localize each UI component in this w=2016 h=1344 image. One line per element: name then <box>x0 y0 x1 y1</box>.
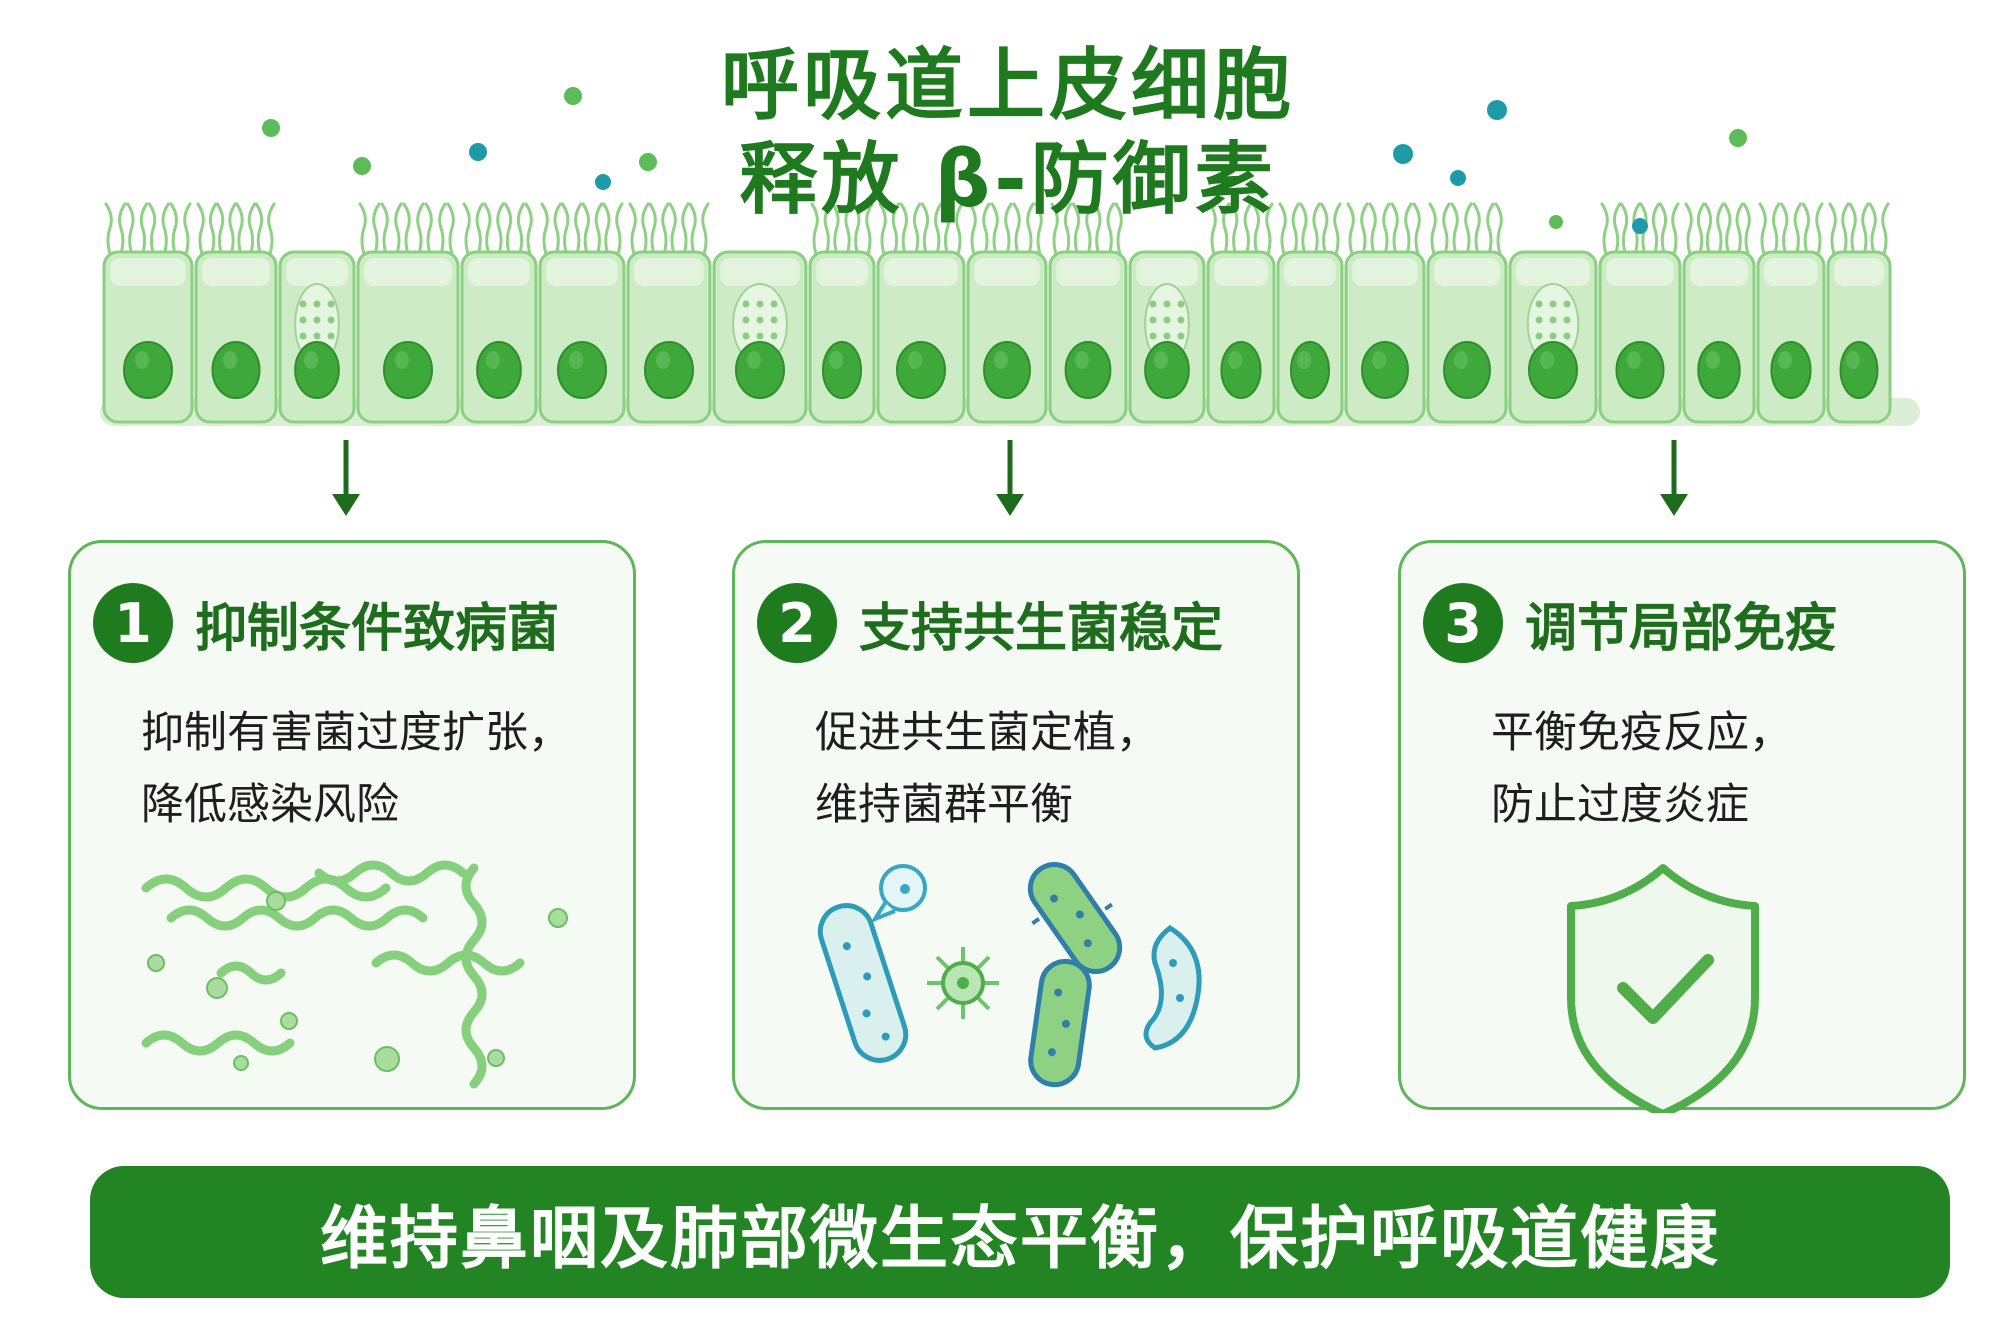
down-arrow-icon <box>1660 440 1688 516</box>
down-arrow-icon <box>332 440 360 516</box>
card-1-title: 抑制条件致病菌 <box>195 598 560 659</box>
shield-check-icon <box>1567 864 1759 1113</box>
beta-defensin-dot <box>564 87 582 105</box>
ciliated-cell <box>1344 202 1426 424</box>
step-number-2: 2 <box>757 583 837 663</box>
ciliated-cell <box>626 202 712 424</box>
summary-banner-text: 维持鼻咽及肺部微生态平衡，保护呼吸道健康 <box>319 1199 1720 1279</box>
card-3-desc-line-1: 平衡免疫反应， <box>1491 708 1792 758</box>
card-2-title: 支持共生菌稳定 <box>859 598 1224 659</box>
epithelium-diagram <box>100 87 1920 516</box>
beta-defensin-dot <box>262 119 280 137</box>
ciliated-cell <box>876 202 966 424</box>
goblet-cell <box>1508 250 1598 424</box>
spiral-bacteria-icon <box>141 860 568 1089</box>
title-line-1: 呼吸道上皮细胞 <box>720 41 1295 131</box>
ciliated-cell <box>1048 202 1128 424</box>
ciliated-cell <box>1598 202 1682 424</box>
card-3-title: 调节局部免疫 <box>1525 598 1838 659</box>
beta-defensin-dot <box>1632 218 1648 234</box>
ciliated-cell <box>1276 202 1344 424</box>
goblet-cell <box>1128 250 1206 424</box>
ciliated-cell <box>194 202 278 424</box>
goblet-cell <box>712 250 808 424</box>
card-immune-regulation: 3 调节局部免疫 平衡免疫反应， 防止过度炎症 <box>1398 540 1966 1113</box>
ciliated-cell <box>538 202 626 424</box>
ciliated-cell <box>1682 202 1756 424</box>
beta-defensin-dot <box>1729 129 1747 147</box>
ciliated-cell <box>102 202 194 424</box>
beta-defensin-dot <box>1487 100 1507 120</box>
ciliated-cell <box>356 202 460 424</box>
ciliated-cell <box>460 202 538 424</box>
ciliated-cell <box>1826 202 1892 424</box>
summary-banner: 维持鼻咽及肺部微生态平衡，保护呼吸道健康 <box>90 1166 1950 1298</box>
ciliated-cell <box>808 202 876 424</box>
ciliated-cell <box>966 202 1048 424</box>
beta-defensin-dot <box>1549 215 1563 229</box>
ciliated-cell <box>1756 202 1826 424</box>
card-1-desc-line-2: 降低感染风险 <box>141 780 399 830</box>
title-line-2: 释放 β-防御素 <box>739 135 1277 225</box>
beta-defensin-dot <box>469 143 487 161</box>
down-arrow-icon <box>996 440 1024 516</box>
beta-defensin-dot <box>1450 170 1466 186</box>
beta-defensin-dot <box>639 153 657 171</box>
card-2-desc-line-2: 维持菌群平衡 <box>815 780 1073 830</box>
card-3-desc-line-2: 防止过度炎症 <box>1491 780 1749 830</box>
beta-defensin-dot <box>595 174 611 190</box>
step-number-1: 1 <box>93 583 173 663</box>
goblet-cell <box>278 250 356 424</box>
card-support-commensals: 2 支持共生菌稳定 促进共生菌定植， 维持菌群平衡 <box>732 540 1300 1110</box>
ciliated-cell <box>1206 202 1276 424</box>
card-inhibit-pathogens: 1 抑制条件致病菌 抑制有害菌过度扩张， 降低感染风险 <box>68 540 636 1110</box>
beta-defensin-dot <box>353 157 371 175</box>
step-number-3: 3 <box>1423 583 1503 663</box>
ciliated-cell <box>1426 202 1508 424</box>
card-2-desc-line-1: 促进共生菌定植， <box>815 708 1159 758</box>
beta-defensin-dot <box>1393 144 1413 164</box>
commensal-bacteria-icon <box>817 862 1202 1088</box>
card-1-desc-line-1: 抑制有害菌过度扩张， <box>141 708 571 758</box>
